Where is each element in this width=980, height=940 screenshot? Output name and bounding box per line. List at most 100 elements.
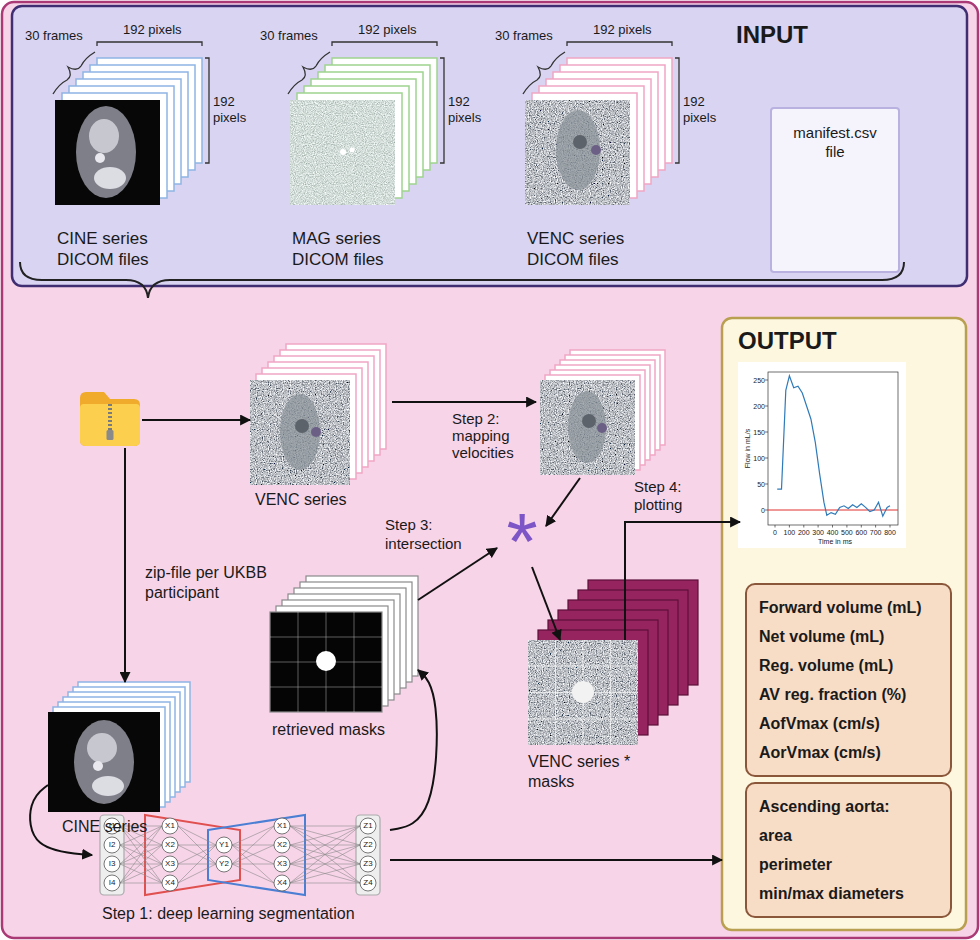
node-text: manifest.csv file: [787, 123, 883, 161]
node-text: VENC series * masks: [528, 752, 648, 792]
zip-folder-icon: [80, 404, 140, 446]
neural-network-icon: [162, 875, 178, 891]
cine-mri-image: [48, 712, 160, 812]
diagram-label: Z2: [359, 840, 377, 850]
node-text: area: [759, 821, 938, 850]
node-text: zip-file per UKBB participant: [145, 563, 285, 603]
venc-image: [556, 110, 600, 190]
cine-mri-image: [48, 712, 160, 812]
flow-plot: [768, 510, 898, 511]
venc-image: [250, 380, 350, 485]
text-box: Forward volume (mL)Net volume (mL)Reg. v…: [745, 583, 952, 777]
diagram-node: MAG series DICOM files: [290, 58, 437, 205]
diagram-label: 150: [744, 428, 765, 437]
diagram-label: 0: [765, 528, 785, 537]
node-text: MAG series DICOM files: [292, 228, 412, 270]
diagram-label: 192 pixels: [358, 22, 438, 38]
diagram-label: X4: [273, 878, 291, 888]
neural-network-icon: [356, 815, 380, 895]
diagram-label: X2: [273, 840, 291, 850]
diagram-label: 30 frames: [25, 28, 97, 44]
masked-venc-image: [528, 640, 638, 745]
venc-image: [591, 145, 601, 155]
node-text: INPUT: [736, 20, 856, 49]
step-label: Step 4: plotting: [634, 478, 706, 514]
venc-image: [295, 419, 309, 433]
node-text: Forward volume (mL): [759, 593, 938, 622]
dimension-bracket: [288, 52, 330, 94]
mag-image: [290, 100, 395, 205]
venc-image: [525, 100, 630, 205]
diagram-label: X3: [273, 859, 291, 869]
dimension-bracket: [332, 42, 437, 46]
diagram-label: I4: [103, 878, 121, 888]
diagram-label: 192 pixels: [448, 94, 492, 126]
cine-mri-image: [92, 776, 124, 796]
dimension-bracket: [675, 58, 679, 163]
diagram-node: retrieved masks: [270, 576, 418, 712]
dimension-bracket: [523, 52, 565, 94]
mag-image: [340, 149, 346, 155]
node-text: Ascending aorta:: [759, 792, 938, 821]
diagram-node: VENC series * masks: [528, 640, 638, 745]
connector-arrow: [390, 859, 722, 861]
connector-arrow: [418, 548, 497, 600]
node-text: Step 1: deep learning segmentation: [102, 904, 392, 924]
masked-venc-image: [528, 640, 638, 745]
diagram-node: CINE series DICOM files: [55, 58, 202, 205]
dimension-bracket: [567, 42, 672, 46]
venc-image: [525, 100, 630, 205]
step2-arrow: [392, 401, 536, 403]
venc-image: [540, 380, 635, 475]
cine-mri-image: [55, 100, 160, 205]
cine-mri-image: [55, 100, 160, 205]
neural-network-icon: [274, 856, 290, 872]
masked-venc-image: [528, 640, 638, 745]
diagram-node: VENC series DICOM files: [525, 58, 672, 205]
diagram-label: 30 frames: [260, 28, 332, 44]
diagram-node: Step 1: deep learning segmentation: [92, 812, 390, 898]
node-text: *: [497, 520, 547, 564]
diagram-node: *: [497, 517, 547, 567]
node-text: Reg. volume (mL): [759, 651, 938, 680]
diagram-label: 200: [794, 528, 814, 537]
cine-mri-image: [95, 153, 105, 163]
zip-folder-icon: [108, 404, 112, 432]
diagram-label: 400: [823, 528, 843, 537]
node-text: retrieved masks: [272, 720, 402, 740]
venc-image: [280, 394, 320, 470]
diagram-label: I1: [103, 821, 121, 831]
diagram-label: 100: [779, 528, 799, 537]
flow-plot: [738, 362, 906, 548]
node-text: perimeter: [759, 850, 938, 879]
diagram-label: Z4: [359, 878, 377, 888]
diagram-label: X3: [161, 859, 179, 869]
masked-venc-image: [572, 681, 594, 703]
node-text: Flow in mL/s: [743, 413, 752, 483]
diagram-label: Y2: [215, 859, 233, 869]
diagram-label: 192 pixels: [123, 22, 203, 38]
diagram-label: I2: [103, 840, 121, 850]
venc-image: [540, 380, 635, 475]
venc-image: [250, 380, 350, 485]
node-text: Net volume (mL): [759, 622, 938, 651]
neural-network-icon: [104, 875, 120, 891]
cine-mri-image: [87, 733, 117, 763]
cine-mri-image: [94, 167, 126, 189]
neural-network-icon: [274, 837, 290, 853]
neural-network-icon: [120, 826, 360, 883]
venc-image: [597, 423, 607, 433]
diagram-label: Step 2: mapping velocities: [452, 410, 532, 461]
venc-image: [582, 414, 596, 428]
diagram-label: X1: [273, 821, 291, 831]
flow-plot: [765, 380, 890, 528]
neural-network-icon: [360, 856, 376, 872]
neural-network-icon: [162, 856, 178, 872]
diagram-label: I3: [103, 859, 121, 869]
cine-mri-image: [89, 119, 119, 153]
step-label: Step 3: intersection: [385, 515, 469, 553]
diagram-label: 700: [866, 528, 886, 537]
